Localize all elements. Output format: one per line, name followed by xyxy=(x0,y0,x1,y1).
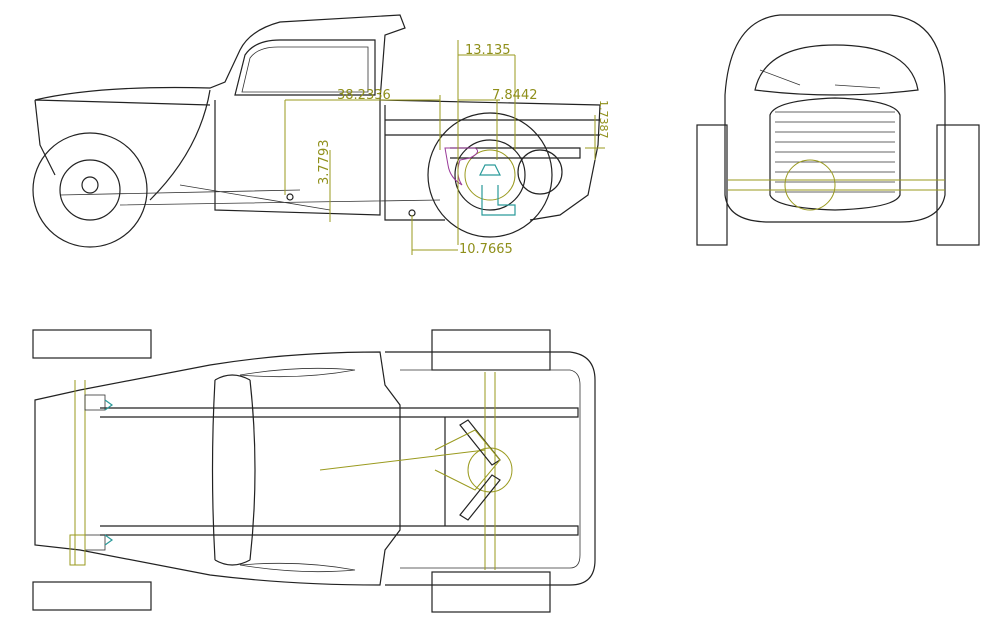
cab-front-outline xyxy=(724,14,946,223)
dimension-label: 1.7387 xyxy=(597,100,610,139)
dimension-label: 3.7793 xyxy=(317,140,332,186)
body-top-outline xyxy=(34,351,401,586)
dimension-label: 13.135 xyxy=(465,43,511,58)
dimension-label: 38.2336 xyxy=(337,88,391,103)
top-view xyxy=(32,329,596,613)
dimension-label: 7.8442 xyxy=(492,88,538,103)
front-wheel xyxy=(32,132,148,248)
body-outline xyxy=(34,14,601,221)
dimension-label: 10.7665 xyxy=(459,242,513,257)
hub xyxy=(479,164,516,216)
front-view xyxy=(696,14,980,246)
cab-roof xyxy=(211,374,256,566)
windshield xyxy=(754,44,919,96)
rear-wheel xyxy=(427,112,553,238)
suspension-link xyxy=(444,147,479,186)
grille xyxy=(769,97,901,211)
side-window-frame xyxy=(234,39,376,96)
side-view: 38.2336 13.135 7.8442 3.7793 10.7665 1.7… xyxy=(32,14,610,257)
